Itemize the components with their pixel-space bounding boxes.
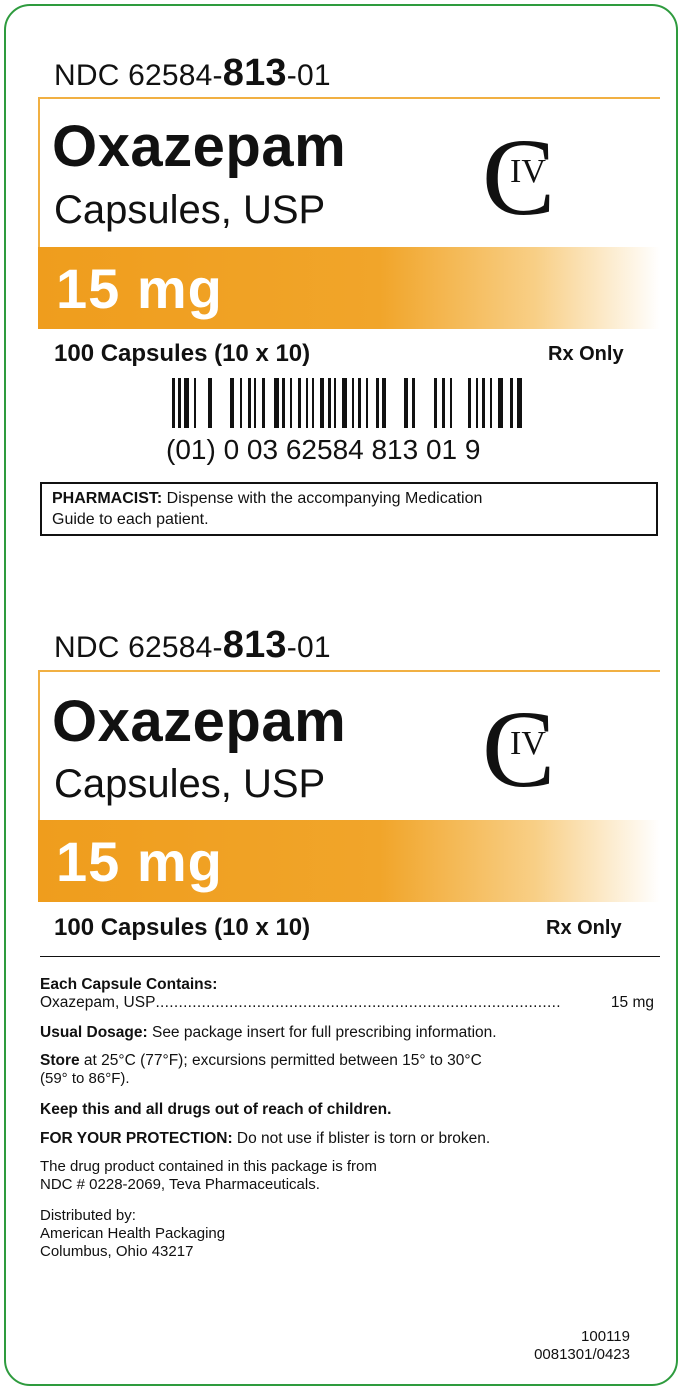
ingredient-leader: ........................................…	[155, 994, 561, 1011]
usual-dosage: Usual Dosage: See package insert for ful…	[40, 1024, 497, 1042]
schedule-roman-numeral: IV	[510, 153, 546, 190]
pharmacist-notice: PHARMACIST: Dispense with the accompanyi…	[40, 482, 658, 536]
contains-heading-text: Each Capsule Contains:	[40, 976, 218, 993]
usual-dosage-label: Usual Dosage:	[40, 1024, 148, 1041]
pharmacist-text-line2: Guide to each patient.	[52, 511, 209, 528]
schedule-iv-symbol-2: C IV	[482, 694, 572, 804]
ndc-suffix: -01	[286, 59, 331, 92]
protection-text: Do not use if blister is torn or broken.	[232, 1130, 491, 1147]
strength-1: 15 mg	[56, 257, 223, 320]
drug-name-2: Oxazepam	[52, 689, 347, 754]
capsule-count-2: 100 Capsules (10 x 10)	[54, 914, 311, 941]
label-border	[4, 4, 678, 1386]
rx-only-1: Rx Only	[548, 343, 624, 365]
distributor-name: American Health Packaging	[40, 1225, 226, 1242]
ndc-number-1: NDC 62584-813-01	[54, 52, 331, 95]
storage-line2: (59° to 86°F).	[40, 1070, 130, 1087]
storage-line1: Store at 25°C (77°F); excursions permitt…	[40, 1052, 482, 1070]
store-text: at 25°C (77°F); excursions permitted bet…	[79, 1052, 482, 1069]
strength-band-2	[38, 820, 660, 902]
schedule-c-letter: C	[482, 688, 556, 810]
contains-heading: Each Capsule Contains:	[40, 976, 217, 994]
label-code-2: 0081301/0423	[534, 1346, 630, 1363]
pharmacist-text: Dispense with the accompanying Medicatio…	[162, 490, 483, 507]
store-label: Store	[40, 1052, 80, 1069]
rx-only-2: Rx Only	[546, 917, 622, 939]
ndc-prefix: NDC 62584-	[54, 631, 223, 664]
label-code-1: 100119	[581, 1328, 630, 1345]
name-box-2	[38, 670, 660, 822]
source-line1: The drug product contained in this packa…	[40, 1158, 377, 1175]
ndc-number-2: NDC 62584-813-01	[54, 624, 331, 667]
divider	[40, 956, 660, 957]
barcode	[172, 378, 522, 428]
capsule-count-1: 100 Capsules (10 x 10)	[54, 340, 311, 367]
ingredient-amount: 15 mg	[608, 994, 654, 1012]
dosage-form-2: Capsules, USP	[54, 762, 326, 806]
schedule-iv-symbol-1: C IV	[482, 122, 572, 232]
protection-notice: FOR YOUR PROTECTION: Do not use if blist…	[40, 1130, 490, 1148]
strength-band-1	[38, 247, 660, 329]
usual-dosage-text: See package insert for full prescribing …	[147, 1024, 497, 1041]
ndc-product-code: 813	[222, 624, 287, 666]
distributor-city: Columbus, Ohio 43217	[40, 1243, 194, 1260]
pharmacist-label: PHARMACIST:	[52, 490, 163, 507]
keep-out-of-reach: Keep this and all drugs out of reach of …	[40, 1101, 391, 1119]
dosage-form-1: Capsules, USP	[54, 188, 326, 232]
schedule-roman-numeral: IV	[510, 725, 546, 762]
ingredient-name: Oxazepam, USP	[40, 994, 156, 1011]
ndc-product-code: 813	[222, 52, 287, 94]
protection-label: FOR YOUR PROTECTION:	[40, 1130, 233, 1147]
strength-2: 15 mg	[56, 830, 223, 893]
keep-out-text: Keep this and all drugs out of reach of …	[40, 1101, 392, 1118]
schedule-c-letter: C	[482, 116, 556, 238]
distributed-label: Distributed by:	[40, 1207, 136, 1224]
source-line2: NDC # 0228-2069, Teva Pharmaceuticals.	[40, 1176, 320, 1193]
ndc-prefix: NDC 62584-	[54, 59, 223, 92]
ndc-suffix: -01	[286, 631, 331, 664]
ingredient-line: Oxazepam, USP...........................…	[40, 994, 656, 1012]
drug-name-1: Oxazepam	[52, 114, 347, 179]
name-box-1	[38, 97, 660, 249]
barcode-number: (01) 0 03 62584 813 01 9	[166, 434, 481, 465]
